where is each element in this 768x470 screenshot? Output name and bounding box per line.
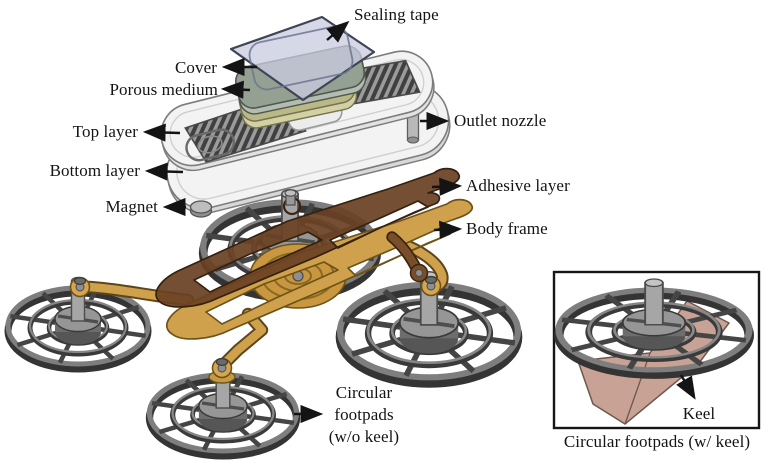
label-top-layer: Top layer [72, 122, 138, 141]
leader-arrow-bottom-layer [144, 162, 184, 181]
label-inset-caption: Circular footpads (w/ keel) [563, 432, 751, 451]
label-adhesive-layer: Adhesive layer [466, 176, 570, 195]
leader-arrow-porous-medium [220, 80, 251, 99]
magnet-shape [189, 200, 213, 218]
label-bottom-layer: Bottom layer [49, 161, 140, 180]
label-sealing-tape: Sealing tape [354, 5, 439, 24]
label-body-frame: Body frame [466, 219, 548, 238]
leader-arrow-sealing-tape [326, 20, 350, 43]
label-magnet: Magnet [105, 197, 158, 216]
leader-arrow-keel [676, 374, 696, 400]
frame-eyelet-left [69, 276, 91, 298]
leader-arrow-body-frame [433, 220, 463, 239]
label-porous-medium: Porous medium [109, 80, 218, 99]
label-outlet-nozzle: Outlet nozzle [454, 111, 547, 130]
label-circular-footpads-wo-keel: Circular footpads (w/o keel) [328, 383, 400, 446]
label-keel: Keel [682, 404, 716, 423]
label-cover: Cover [174, 58, 217, 77]
leader-arrow-top-layer [142, 123, 181, 142]
frame-eyelet-bottom [211, 357, 233, 379]
rear-post-cap [284, 189, 297, 206]
inset-box [552, 270, 761, 430]
adhesive-layer-shape [155, 167, 461, 308]
channel-track-detail [185, 128, 235, 162]
leader-arrows [142, 20, 463, 424]
leader-arrow-adhesive-layer [431, 177, 463, 196]
